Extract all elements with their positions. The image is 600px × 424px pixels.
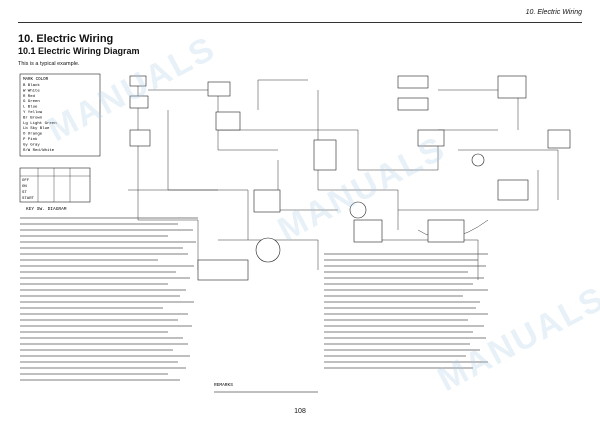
wire-color-row: W White: [23, 88, 40, 93]
wire-color-row: R Red: [23, 94, 36, 99]
remarks-label: REMARKS: [214, 382, 233, 388]
wire-color-row: R/W Red/White: [23, 148, 55, 153]
wire-color-row: B Black: [23, 83, 40, 88]
page-number: 108: [294, 408, 306, 415]
wire-color-row: L Blue: [23, 105, 38, 110]
notes-block-right: [324, 253, 488, 369]
wire-color-row: Lb Sky Blue: [23, 126, 50, 131]
key-switch-row: ST: [22, 191, 27, 195]
wire-color-row: Y Yellow: [23, 110, 43, 115]
key-switch-row: OFF: [22, 179, 30, 183]
key-switch-table: OFF ON ST START KEY SW. DIAGRAM: [19, 167, 91, 212]
page-header: 10. Electric Wiring: [18, 6, 582, 23]
section-subtitle: 10.1 Electric Wiring Diagram: [18, 46, 140, 56]
wire-color-row: Lg Light Green: [23, 121, 57, 126]
typical-example-note: This is a typical example.: [18, 61, 80, 67]
key-switch-heading: KEY SW. DIAGRAM: [26, 206, 67, 212]
header-section-label: 10. Electric Wiring: [525, 9, 582, 16]
page-title: 10. Electric Wiring: [18, 33, 114, 45]
key-switch-row: START: [22, 197, 35, 201]
notes-block: [20, 217, 198, 381]
harness-lines: [128, 79, 559, 280]
wire-color-row: O Orange: [23, 132, 43, 137]
wire-color-row: Br Brown: [23, 115, 43, 120]
wire-color-row: Gy Gray: [23, 142, 40, 147]
key-switch-row: ON: [22, 185, 27, 189]
wire-color-row: G Green: [23, 99, 40, 104]
wire-color-row: P Pink: [23, 137, 38, 142]
components: [129, 75, 571, 281]
wire-color-heading: MARK COLOR: [23, 78, 49, 82]
